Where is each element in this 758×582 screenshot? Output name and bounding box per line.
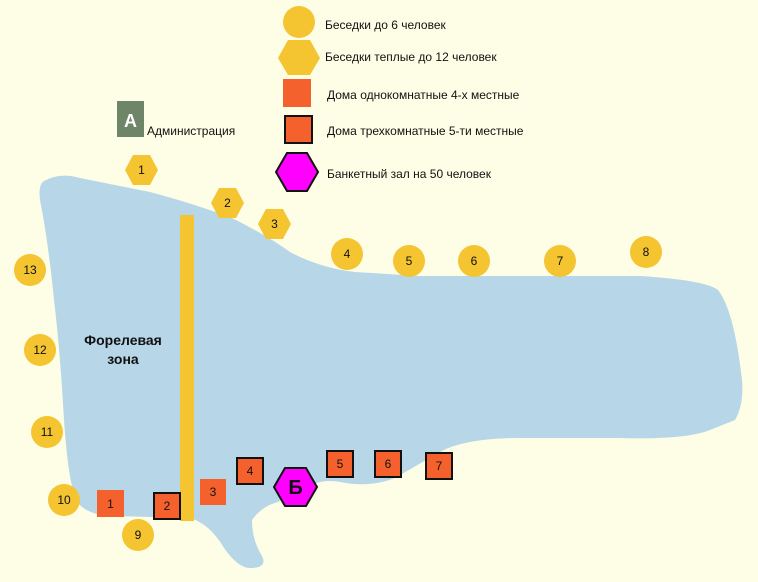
house-triple-6[interactable]: 6 xyxy=(374,450,402,478)
legend-warm-gazebo-label: Беседки теплые до 12 человек xyxy=(325,50,497,64)
legend-warm-gazebo-icon xyxy=(278,40,320,75)
gazebo-7-number: 7 xyxy=(557,254,564,268)
gazebo-4[interactable]: 4 xyxy=(331,238,363,270)
gazebo-12-number: 12 xyxy=(33,343,47,357)
gazebo-11[interactable]: 11 xyxy=(31,416,63,448)
gazebo-warm-1[interactable]: 1 xyxy=(125,155,158,185)
bridge xyxy=(180,215,194,521)
banquet-hall[interactable]: Б xyxy=(272,467,319,507)
gazebo-4-number: 4 xyxy=(344,247,351,261)
gazebo-10[interactable]: 10 xyxy=(48,484,80,516)
gazebo-8-icon xyxy=(630,236,662,268)
gazebo-warm-3-number: 3 xyxy=(271,217,278,231)
house-triple-6-icon xyxy=(374,450,402,478)
house-triple-4-icon xyxy=(236,457,264,485)
admin-icon xyxy=(117,101,144,137)
zone-label-line1: Форелевая xyxy=(84,332,162,348)
house-triple-4-number: 4 xyxy=(247,464,254,478)
house-single-1-number: 1 xyxy=(107,497,114,511)
gazebo-6-number: 6 xyxy=(471,254,478,268)
house-single-3-number: 3 xyxy=(210,485,217,499)
gazebo-warm-2-icon xyxy=(211,188,244,218)
administration[interactable]: А Администрация xyxy=(117,101,235,138)
house-triple-6-number: 6 xyxy=(385,457,392,471)
gazebo-11-icon xyxy=(31,416,63,448)
gazebo-5-icon xyxy=(393,245,425,277)
gazebo-5[interactable]: 5 xyxy=(393,245,425,277)
gazebo-8[interactable]: 8 xyxy=(630,236,662,268)
gazebo-7-icon xyxy=(544,245,576,277)
house-single-3-icon xyxy=(200,479,226,505)
gazebo-12[interactable]: 12 xyxy=(24,334,56,366)
gazebo-8-number: 8 xyxy=(643,245,650,259)
legend-triple-house-icon xyxy=(284,115,313,144)
gazebo-6-icon xyxy=(458,245,490,277)
house-triple-5[interactable]: 5 xyxy=(326,450,354,478)
gazebo-9-number: 9 xyxy=(135,528,142,542)
gazebo-12-icon xyxy=(24,334,56,366)
gazebo-warm-2-number: 2 xyxy=(224,196,231,210)
lake xyxy=(39,175,743,568)
house-single-3[interactable]: 3 xyxy=(200,479,226,505)
house-triple-7[interactable]: 7 xyxy=(425,452,453,480)
gazebo-6[interactable]: 6 xyxy=(458,245,490,277)
gazebo-warm-1-number: 1 xyxy=(138,163,145,177)
gazebo-10-number: 10 xyxy=(57,493,71,507)
legend-banquet-label: Банкетный зал на 50 человек xyxy=(327,167,492,181)
gazebo-4-icon xyxy=(331,238,363,270)
gazebo-5-number: 5 xyxy=(406,254,413,268)
gazebo-warm-2[interactable]: 2 xyxy=(211,188,244,218)
gazebo-9[interactable]: 9 xyxy=(122,519,154,551)
gazebo-13-icon xyxy=(14,254,46,286)
house-triple-5-icon xyxy=(326,450,354,478)
legend-triple-house-label: Дома трехкомнатные 5-ти местные xyxy=(327,124,524,138)
house-triple-4[interactable]: 4 xyxy=(236,457,264,485)
house-single-1-icon xyxy=(97,490,124,517)
legend-banquet-icon xyxy=(274,152,320,192)
gazebo-warm-3[interactable]: 3 xyxy=(258,209,291,239)
gazebo-7[interactable]: 7 xyxy=(544,245,576,277)
banquet-hall-letter: Б xyxy=(288,477,302,499)
house-triple-2-icon xyxy=(153,492,181,520)
gazebo-9-icon xyxy=(122,519,154,551)
house-triple-2[interactable]: 2 xyxy=(153,492,181,520)
legend-single-house-icon xyxy=(283,79,311,107)
admin-letter: А xyxy=(124,111,137,131)
admin-label: Администрация xyxy=(147,124,235,138)
gazebo-13-number: 13 xyxy=(23,263,37,277)
zone-label-line2: зона xyxy=(107,351,139,367)
house-single-1[interactable]: 1 xyxy=(97,490,124,517)
legend-single-house-label: Дома однокомнатные 4-х местные xyxy=(327,88,520,102)
legend: Беседки до 6 человек Беседки теплые до 1… xyxy=(274,6,524,192)
house-triple-7-icon xyxy=(425,452,453,480)
gazebo-11-number: 11 xyxy=(41,425,54,439)
gazebo-13[interactable]: 13 xyxy=(14,254,46,286)
legend-small-gazebo-icon xyxy=(283,6,315,38)
house-triple-7-number: 7 xyxy=(436,459,443,473)
gazebo-warm-3-icon xyxy=(258,209,291,239)
house-triple-2-number: 2 xyxy=(164,499,171,513)
legend-small-gazebo-label: Беседки до 6 человек xyxy=(325,18,447,32)
gazebo-warm-1-icon xyxy=(125,155,158,185)
house-triple-5-number: 5 xyxy=(337,457,344,471)
gazebo-10-icon xyxy=(48,484,80,516)
banquet-hall-icon xyxy=(272,467,319,507)
